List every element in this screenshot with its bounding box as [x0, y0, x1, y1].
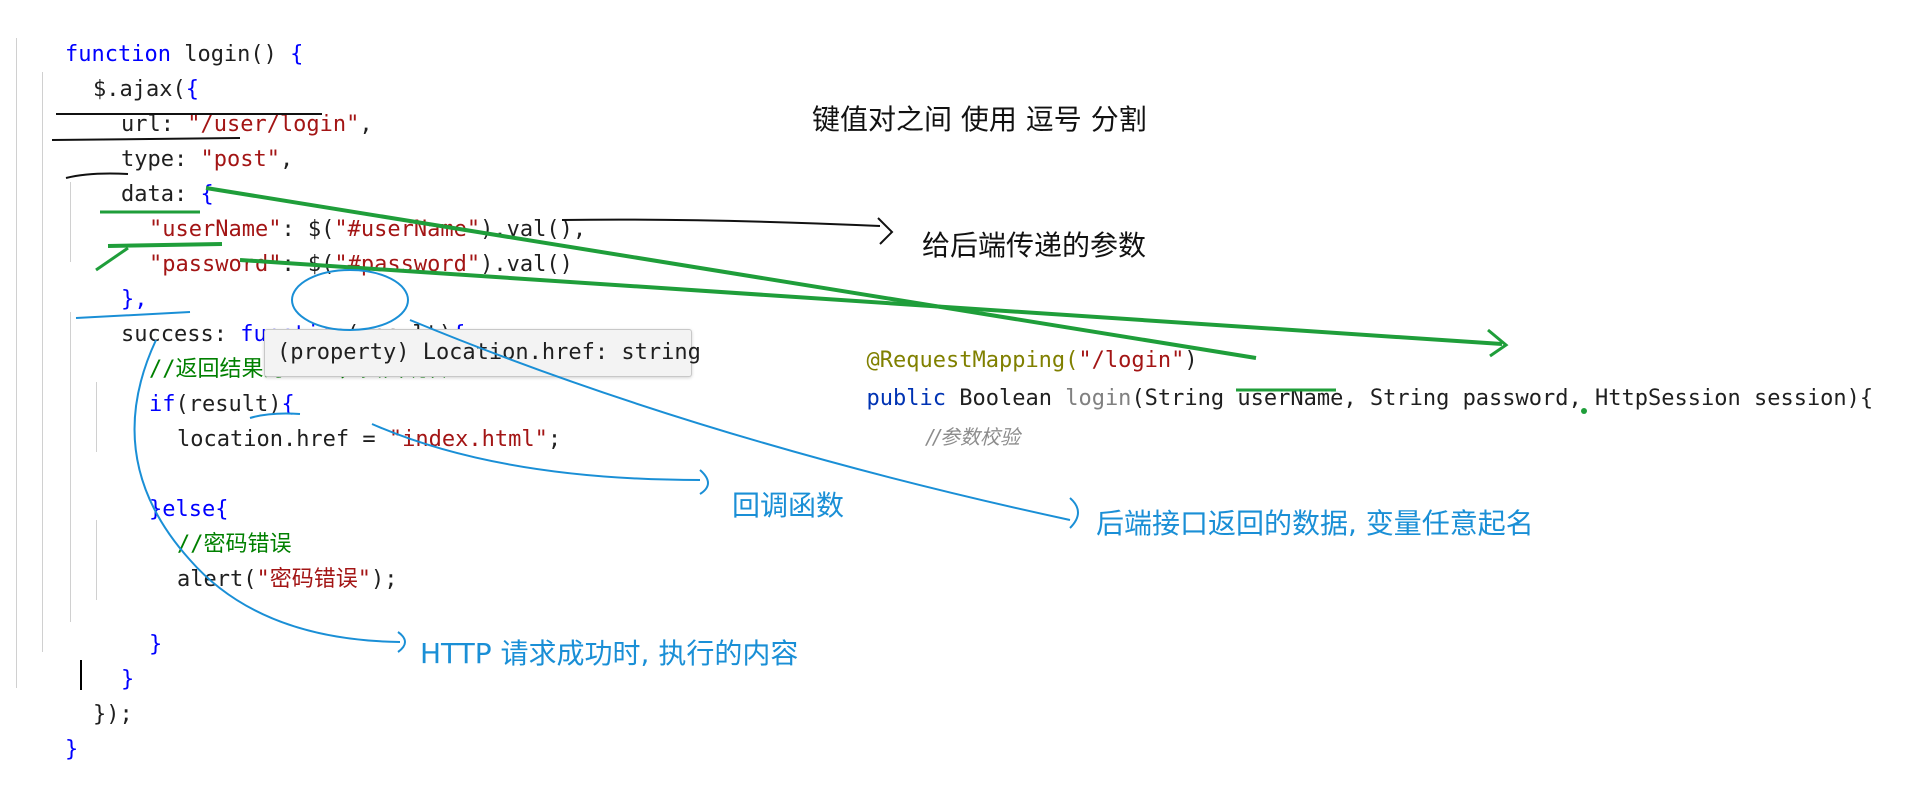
code-line-19: } [12, 699, 78, 762]
indent-guide [70, 312, 71, 622]
token-text: location.href = [176, 427, 389, 452]
java-line-annotation: @RequestMapping("/login") [840, 310, 1198, 373]
indent-guide [70, 182, 71, 262]
token-method: login [1065, 386, 1132, 411]
code-line-13: }else{ [96, 459, 228, 522]
token-text: ); [370, 567, 398, 592]
token-brace: } [120, 667, 135, 692]
token-key: data: [120, 182, 201, 207]
token-key: url: [120, 112, 188, 137]
code-line-2: $.ajax({ [40, 39, 199, 102]
code-line-4: type: "post", [68, 109, 293, 172]
code-line-16: } [96, 594, 162, 657]
token-key: type: [120, 147, 201, 172]
code-line-6: "userName": $("#userName").val(), [96, 179, 586, 242]
token-text: (String userName, String password, HttpS… [1131, 386, 1874, 411]
token-string: "密码错误" [256, 567, 371, 592]
code-line-12: location.href = "index.html"; [124, 389, 561, 452]
java-line-comment: //参数校验 [900, 386, 1020, 449]
code-line-1: function login() { [12, 4, 303, 67]
token-keyword: function [64, 42, 171, 67]
annotation-callback-note: 回调函数 [732, 489, 845, 522]
token-comment: //参数校验 [926, 425, 1020, 449]
annotation-params-note: 给后端传递的参数 [922, 229, 1147, 262]
token-string: "post" [200, 147, 280, 172]
java-line-signature: public Boolean login(String userName, St… [840, 348, 1874, 411]
token-string: "password" [148, 252, 282, 277]
code-line-17: } [68, 629, 134, 692]
token-text: $.ajax( [92, 77, 186, 102]
indent-guide [96, 382, 97, 452]
code-line-9: success: function(result){ [68, 284, 465, 347]
token-brace: { [185, 77, 199, 102]
indent-guide [16, 38, 17, 688]
code-line-15: alert("密码错误"); [124, 529, 397, 592]
token-text: alert( [176, 567, 257, 592]
annotation-success-note: HTTP 请求成功时, 执行的内容 [420, 637, 799, 670]
token-text: login() [170, 42, 291, 67]
hover-tooltip: (property) Location.href: string [264, 329, 701, 377]
token-text: , [279, 147, 294, 172]
code-line-14: //密码错误 [124, 494, 292, 557]
code-line-18: }); [40, 664, 133, 727]
code-line-3: url: "/user/login", [68, 74, 373, 137]
token-brace: }, [120, 287, 148, 312]
indent-guide [96, 520, 97, 600]
token-brace: { [290, 42, 304, 67]
token-string: "#password" [334, 252, 481, 277]
annotation-comma-note: 键值对之间 使用 逗号 分割 [812, 103, 1147, 136]
token-string: "/user/login" [187, 112, 360, 137]
token-text: , [359, 112, 373, 137]
token-text: }); [92, 702, 133, 727]
code-line-8: }, [68, 249, 148, 312]
token-text: : $( [281, 252, 335, 277]
token-string: "index.html" [388, 427, 548, 452]
token-text: ; [547, 427, 562, 452]
annotation-result-note: 后端接口返回的数据, 变量任意起名 [1096, 507, 1534, 540]
code-line-5: data: { [68, 144, 214, 207]
token-brace: } [64, 737, 79, 762]
token-text: ).val() [480, 252, 573, 277]
indent-guide [42, 72, 43, 652]
code-line-7: "password": $("#password").val() [96, 214, 573, 277]
token-brace: } [148, 632, 163, 657]
text-cursor [80, 660, 82, 690]
